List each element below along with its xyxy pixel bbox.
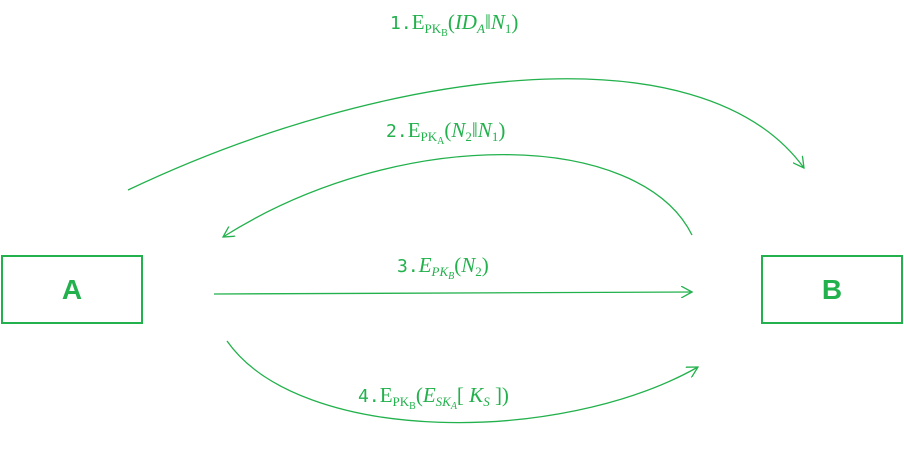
arrow-1-a-to-b (127, 78, 804, 191)
message-4-key-sub: B (409, 401, 416, 412)
message-1-enc: E (411, 10, 425, 34)
entity-a-label: A (61, 273, 83, 305)
message-3-label: 3.EPKB(N2) (397, 253, 489, 282)
message-3-key: PK (431, 264, 449, 279)
entity-b-box: B (761, 255, 903, 324)
message-2-enc: E (407, 118, 421, 142)
message-3-number: 3. (397, 256, 419, 277)
message-1-number: 1. (390, 13, 412, 34)
arrow-3-a-to-b (213, 292, 692, 294)
message-2-key: PK (420, 129, 438, 144)
message-4-key: PK (392, 394, 410, 409)
message-2-key-sub: A (437, 136, 445, 147)
message-4-number: 4. (358, 386, 380, 407)
message-2-number: 2. (386, 121, 408, 142)
message-1-key-sub: B (441, 28, 448, 39)
message-3-key-sub: B (448, 271, 455, 282)
arrow-4-a-to-b (226, 340, 698, 424)
message-4-label: 4.EPKB(ESKA[ KS ]) (358, 383, 509, 412)
message-4-enc: E (379, 383, 393, 407)
entity-b-label: B (821, 273, 843, 305)
message-1-key: PK (424, 21, 442, 36)
message-3-enc: E (418, 253, 432, 277)
entity-a-box: A (1, 255, 143, 324)
arrow-2-b-to-a (223, 153, 693, 237)
message-2-label: 2.EPKA(N2‖N1) (386, 118, 506, 147)
message-1-label: 1.EPKB(IDA‖N1) (390, 10, 519, 39)
